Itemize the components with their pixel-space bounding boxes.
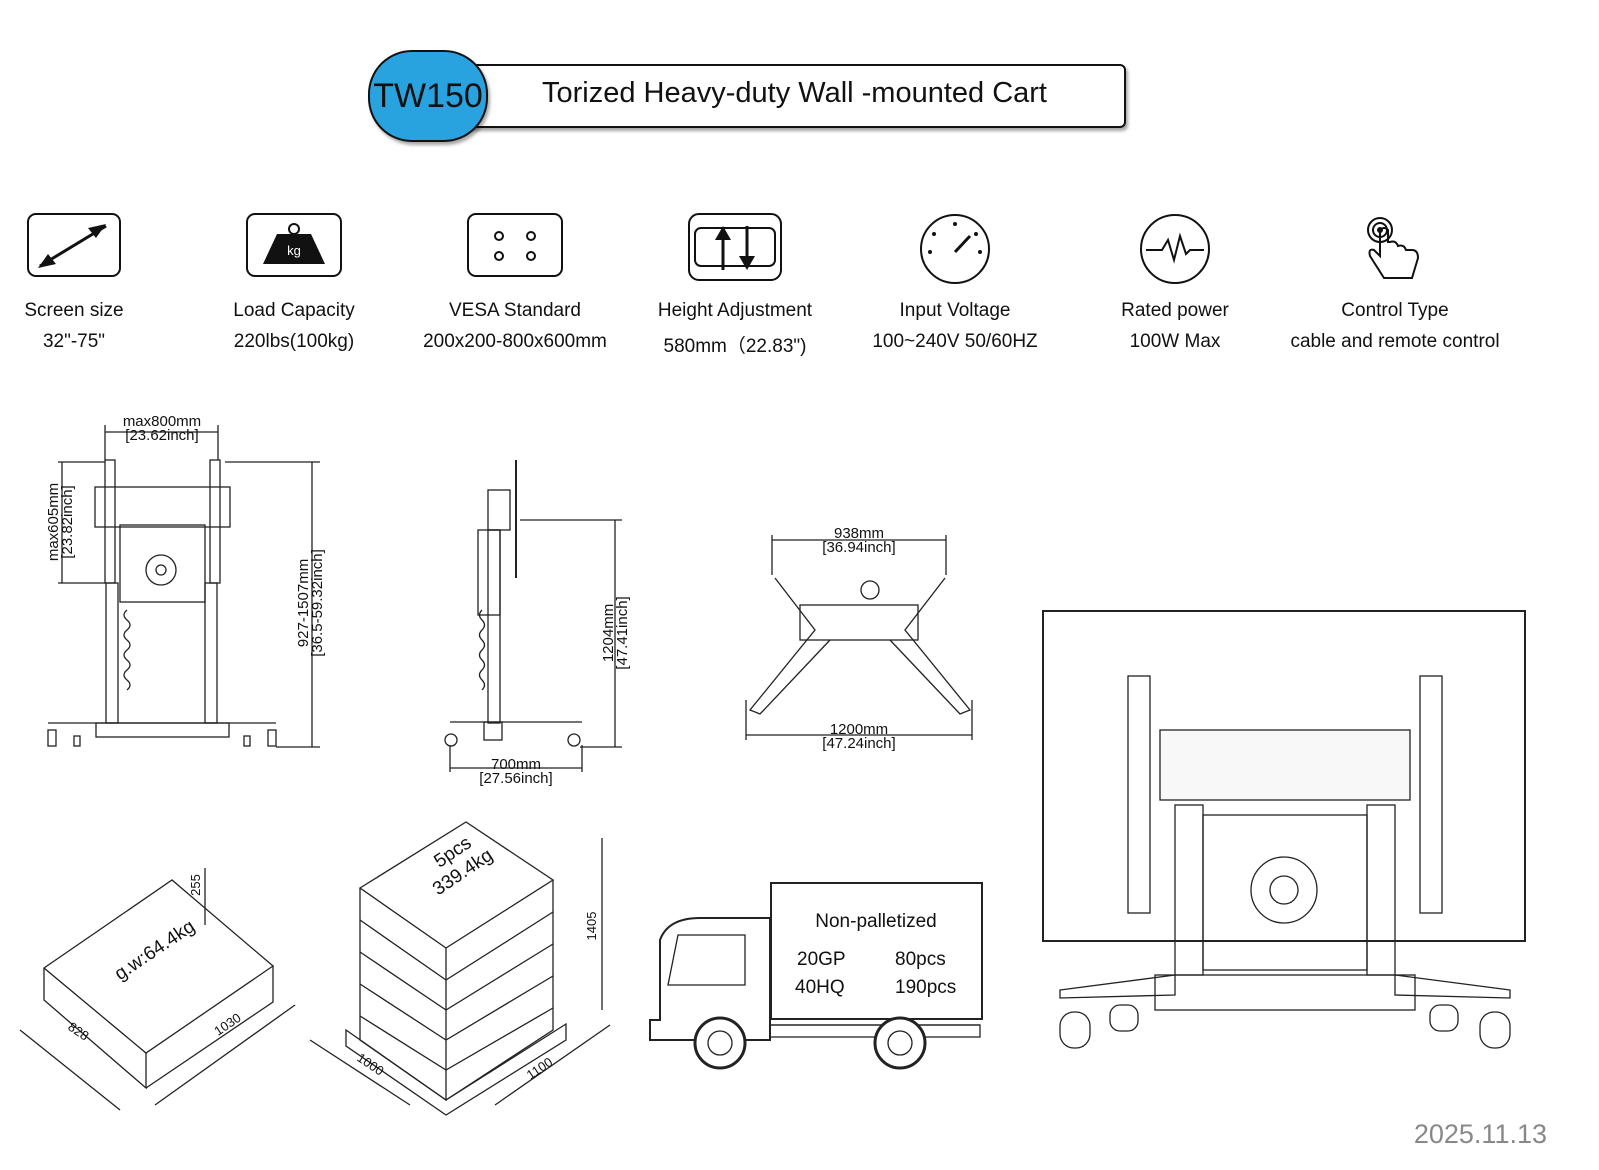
dim-side-height-inch: [47.41inch] <box>614 596 631 669</box>
spec-input-voltage: Input Voltage 100~240V 50/60HZ <box>835 212 1075 353</box>
weight-icon-text: kg <box>287 243 301 258</box>
side-view-drawing <box>444 460 622 772</box>
dim-front-vesa-height: max605mm <box>45 483 62 561</box>
vesa-icon <box>467 213 563 277</box>
pulse-icon <box>1140 214 1210 284</box>
dim-front-width-inch: [23.62inch] <box>125 427 198 444</box>
pallet-qty: 5pcs <box>430 833 475 873</box>
truck-drawing <box>649 882 983 1070</box>
spec-label: Screen size <box>24 300 124 321</box>
dim-front-height: 927-1507mm <box>295 559 312 647</box>
package-length: 1030 <box>211 1010 243 1039</box>
weight-icon: kg <box>246 213 342 277</box>
shipping-qty: 190pcs <box>895 977 956 998</box>
spec-value: cable and remote control <box>1290 331 1500 352</box>
dim-front-height-inch: [36.5-59.32inch] <box>309 549 326 657</box>
spec-label: VESA Standard <box>448 300 582 321</box>
spec-value: 100~240V 50/60HZ <box>872 331 1038 352</box>
shipping-qty: 80pcs <box>895 949 946 970</box>
product-render <box>1042 610 1526 1049</box>
spec-value: 100W Max <box>1129 331 1221 352</box>
shipping-container: 20GP <box>797 949 846 970</box>
dim-side-depth: 700mm <box>491 756 541 773</box>
dim-side-height: 1204mm <box>600 604 617 662</box>
front-view-drawing <box>47 425 320 748</box>
spec-label: Load Capacity <box>233 300 355 321</box>
pallet-height: 1405 <box>584 912 599 941</box>
dim-side-depth-inch: [27.56inch] <box>479 770 552 787</box>
spec-label: Rated power <box>1121 300 1229 321</box>
spec-rated-power: Rated power 100W Max <box>1055 212 1295 353</box>
height-adjust-icon <box>688 213 782 281</box>
spec-label: Control Type <box>1341 300 1449 321</box>
pallet-weight: 339.4kg <box>429 845 497 900</box>
package-box-drawing <box>19 868 296 1111</box>
pallet-width: 1000 <box>354 1050 386 1079</box>
spec-vesa: VESA Standard 200x200-800x600mm <box>395 212 635 353</box>
dim-front-vesa-height-inch: [23.82inch] <box>59 485 76 558</box>
shipping-title: Non-palletized <box>815 911 936 932</box>
package-weight: g.w:64.4kg <box>111 916 199 985</box>
touch-icon <box>1367 217 1420 279</box>
dim-front-width: max800mm <box>123 413 201 430</box>
spec-screen-size: Screen size 32"-75" <box>0 212 194 353</box>
dim-base-bottom: 1200mm <box>830 721 888 738</box>
spec-height-adjustment: Height Adjustment 580mm（22.83") <box>615 212 855 358</box>
spec-label: Height Adjustment <box>657 300 813 321</box>
title-box <box>428 64 1126 128</box>
package-width: 828 <box>65 1019 91 1044</box>
pallet-stack-drawing <box>309 821 611 1116</box>
document-date: 2025.11.13 <box>1413 1119 1547 1149</box>
spec-value: 32"-75" <box>42 331 106 352</box>
title-bar: Torized Heavy-duty Wall -mounted Cart TW… <box>368 50 1126 142</box>
spec-value: 200x200-800x600mm <box>423 331 607 352</box>
spec-value: 580mm（22.83") <box>663 336 807 357</box>
spec-value: 220lbs(100kg) <box>233 331 355 352</box>
dim-base-top-inch: [36.94inch] <box>822 539 895 556</box>
shipping-container: 40HQ <box>795 977 845 998</box>
screen-size-icon <box>27 213 121 277</box>
dim-base-bottom-inch: [47.24inch] <box>822 735 895 752</box>
package-height: 255 <box>188 874 203 896</box>
spec-load-capacity: kg Load Capacity 220lbs(100kg) <box>174 212 414 353</box>
base-top-view-drawing <box>745 535 973 740</box>
spec-control-type: Control Type cable and remote control <box>1275 212 1515 353</box>
pallet-length: 1100 <box>524 1054 556 1082</box>
spec-label: Input Voltage <box>899 300 1011 321</box>
dim-base-top: 938mm <box>834 525 884 542</box>
model-badge: TW150 <box>368 50 488 142</box>
gauge-icon <box>920 214 990 284</box>
product-title: Torized Heavy-duty Wall -mounted Cart <box>542 77 1047 109</box>
